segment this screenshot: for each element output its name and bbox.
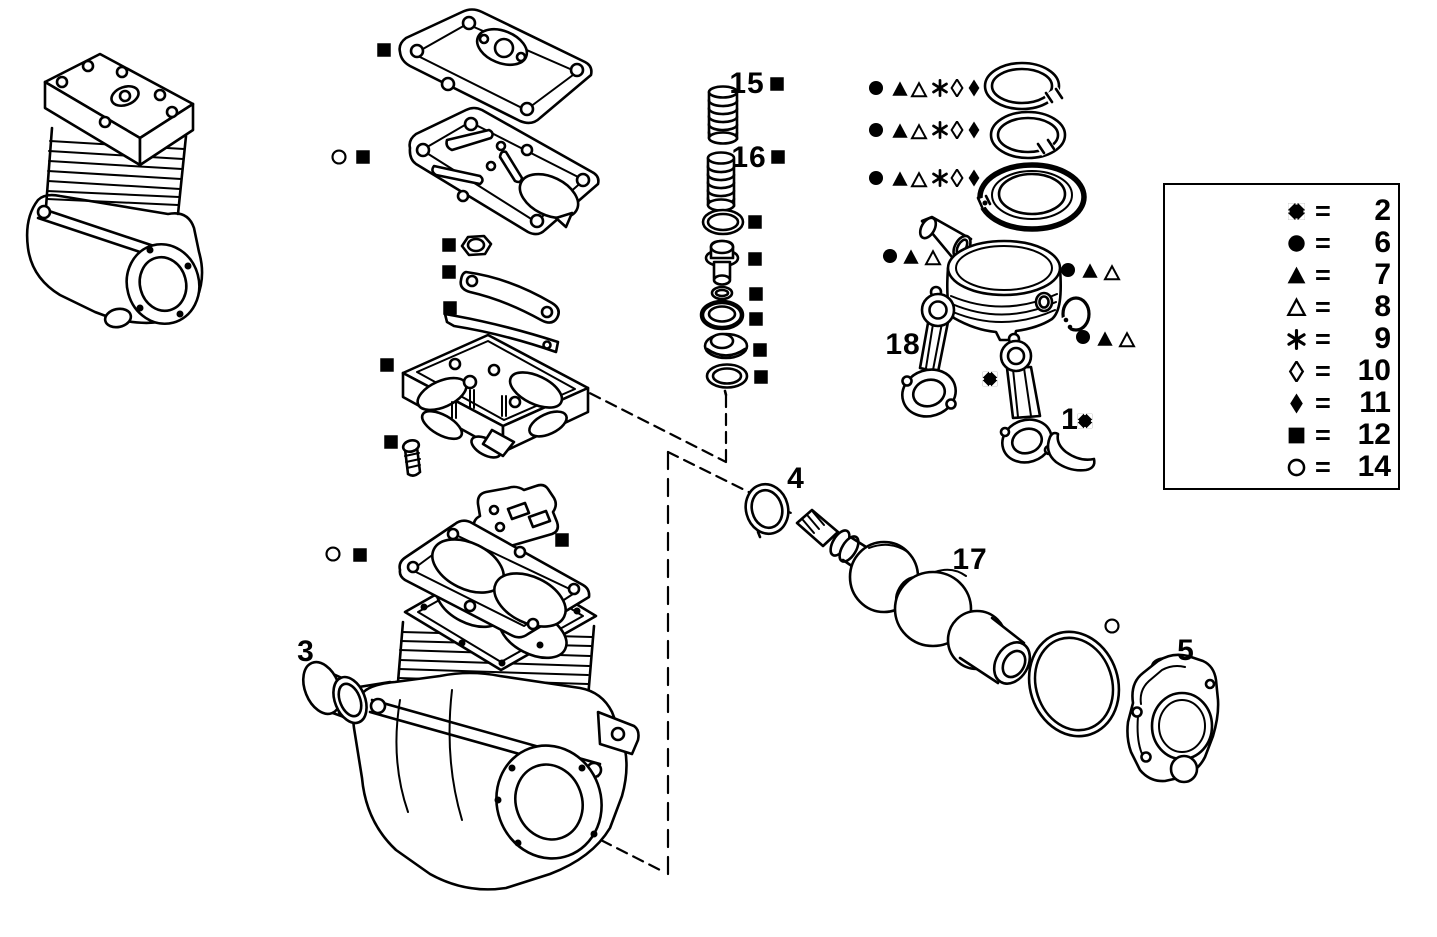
valve-stack-drawing (699, 85, 749, 397)
symbol-legend: =2=6=7=8=9=10=11=12=14 (1163, 183, 1400, 490)
head-cover-drawing (398, 8, 593, 125)
legend-symbol-filled-square-icon (1283, 425, 1310, 446)
compressor-assembly-drawing (25, 52, 204, 329)
legend-symbol-kit-square-icon (1283, 201, 1310, 222)
legend-number: 8 (1374, 290, 1391, 323)
legend-number: 7 (1374, 258, 1391, 291)
legend-equals: = (1315, 387, 1331, 418)
legend-row-12: = 12 (1283, 418, 1395, 451)
connecting-rod-18-drawing (901, 285, 957, 418)
legend-number: 10 (1357, 354, 1391, 387)
cylinder-gasket-drawing (398, 519, 591, 639)
legend-symbol-filled-triangle-icon (1283, 265, 1310, 286)
legend-row-2: =2 (1283, 194, 1395, 227)
crankcase-drawing (336, 671, 640, 891)
circlip-drawing (1058, 296, 1091, 332)
legend-equals: = (1315, 355, 1331, 386)
legend-number: 14 (1357, 450, 1391, 483)
legend-equals: = (1315, 195, 1331, 226)
legend-row-14: = 14 (1283, 450, 1395, 483)
legend-row-9: =9 (1283, 322, 1395, 355)
piston-rings-drawing (976, 61, 1087, 232)
bushing-drawing (301, 660, 368, 725)
legend-number: 2 (1374, 194, 1391, 227)
legend-equals: = (1315, 323, 1331, 354)
legend-symbol-filled-circle-icon (1283, 233, 1310, 254)
end-cover-drawing (1126, 653, 1220, 784)
nut-drawing (460, 234, 493, 257)
crankshaft-drawing (795, 508, 1032, 685)
valve-plate-drawing (408, 106, 600, 236)
piston-drawing (945, 239, 1063, 342)
reed-valve-drawing (443, 312, 560, 354)
legend-number: 6 (1374, 226, 1391, 259)
legend-number: 9 (1374, 322, 1391, 355)
cylinder-head-drawing (401, 333, 590, 459)
legend-row-8: =8 (1283, 290, 1395, 323)
legend-equals: = (1315, 419, 1331, 450)
bearing-shell-drawing (1046, 431, 1096, 472)
legend-symbol-asterisk-icon (1283, 328, 1310, 350)
legend-symbol-filled-diamond-icon (1283, 393, 1310, 414)
legend-number: 12 (1357, 418, 1391, 451)
legend-row-11: = 11 (1283, 386, 1395, 419)
legend-equals: = (1315, 291, 1331, 322)
legend-row-6: =6 (1283, 226, 1395, 259)
legend-symbol-open-circle-icon (1283, 457, 1310, 478)
large-o-ring-drawing (1027, 630, 1121, 738)
legend-symbol-open-diamond-icon (1283, 360, 1310, 382)
connecting-rod-kit-drawing (999, 332, 1055, 464)
legend-equals: = (1315, 451, 1331, 482)
small-gasket-drawing (472, 483, 560, 548)
legend-row-7: =7 (1283, 258, 1395, 291)
legend-equals: = (1315, 259, 1331, 290)
legend-row-10: = 10 (1283, 354, 1395, 387)
valve-stop-bracket-drawing (459, 270, 560, 324)
head-bolt-drawing (401, 438, 422, 477)
legend-symbol-open-triangle-icon (1283, 296, 1310, 318)
legend-equals: = (1315, 227, 1331, 258)
o-ring-4-drawing (744, 482, 790, 539)
legend-number: 11 (1359, 386, 1391, 419)
legend-rows: =2=6=7=8=9=10=11=12=14 (1283, 194, 1395, 483)
